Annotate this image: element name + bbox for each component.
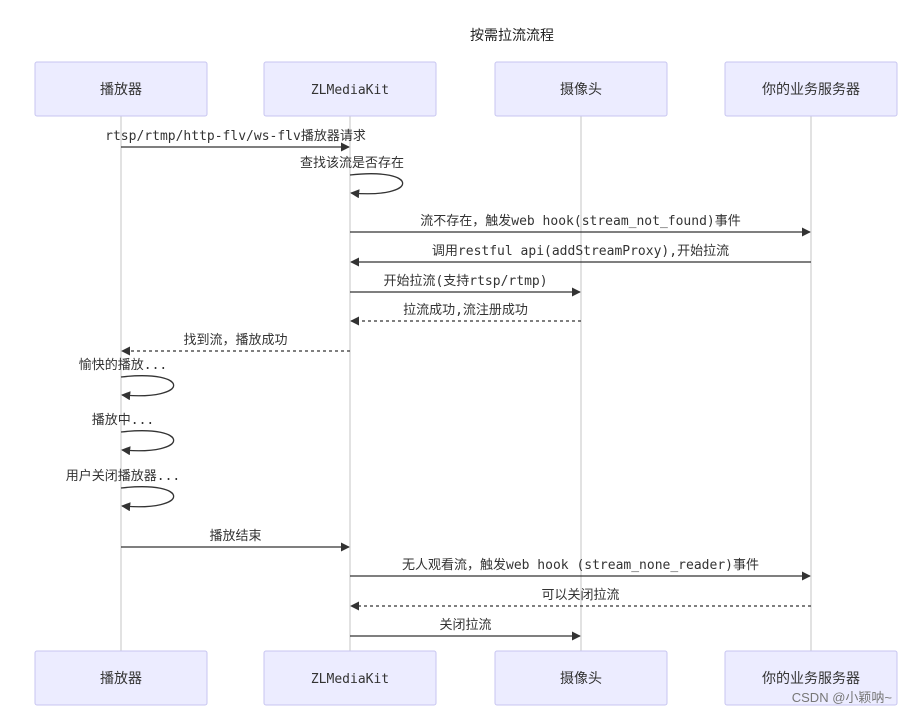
messages: rtsp/rtmp/http-flv/ws-flv播放器请求查找该流是否存在流不…: [66, 129, 811, 641]
participant-zlm-bottom: ZLMediaKit: [263, 650, 437, 706]
message-2: 查找该流是否存在: [300, 156, 404, 199]
csdn-watermark: CSDN @小颖呐~: [792, 690, 893, 705]
participant-box: [263, 650, 437, 706]
participant-label: ZLMediaKit: [311, 672, 389, 687]
participant-box: [724, 650, 898, 706]
message-label: 愉快的播放...: [79, 357, 167, 373]
message-12: 无人观看流，触发web hook (stream_none_reader)事件: [350, 557, 811, 581]
self-message-arrow: [349, 173, 404, 199]
message-10: 用户关闭播放器...: [66, 468, 180, 512]
message-6: 拉流成功,流注册成功: [350, 303, 581, 326]
message-3: 流不存在，触发web hook(stream_not_found)事件: [350, 213, 811, 237]
message-label: rtsp/rtmp/http-flv/ws-flv播放器请求: [105, 129, 366, 144]
message-14: 关闭拉流: [350, 618, 581, 641]
participant-label: 播放器: [100, 671, 142, 687]
participant-zlm-top: ZLMediaKit: [263, 61, 437, 117]
message-label: 关闭拉流: [439, 618, 491, 633]
participant-label: 播放器: [100, 82, 142, 98]
participant-box: [724, 61, 898, 117]
participant-boxes: 播放器播放器ZLMediaKitZLMediaKit摄像头摄像头你的业务服务器你…: [34, 61, 898, 706]
lifelines: [120, 116, 812, 651]
participant-label: 你的业务服务器: [762, 671, 860, 687]
participant-label: ZLMediaKit: [311, 83, 389, 98]
message-5: 开始拉流(支持rtsp/rtmp): [350, 274, 581, 297]
diagram-title: 按需拉流流程: [470, 28, 554, 44]
message-9: 播放中...: [92, 413, 175, 456]
participant-player-top: 播放器: [34, 61, 208, 117]
participant-label: 摄像头: [560, 671, 602, 687]
self-message-arrow: [120, 375, 175, 401]
message-label: 播放结束: [209, 529, 261, 544]
message-7: 找到流，播放成功: [121, 333, 350, 356]
participant-camera-bottom: 摄像头: [494, 650, 668, 706]
self-message-arrow: [120, 430, 175, 456]
participant-box: [494, 61, 668, 117]
message-label: 流不存在，触发web hook(stream_not_found)事件: [420, 213, 741, 229]
message-13: 可以关闭拉流: [350, 588, 811, 611]
message-8: 愉快的播放...: [79, 357, 175, 401]
participant-player-bottom: 播放器: [34, 650, 208, 706]
participant-box: [263, 61, 437, 117]
message-label: 无人观看流，触发web hook (stream_none_reader)事件: [402, 557, 759, 573]
message-label: 找到流，播放成功: [183, 333, 287, 348]
message-label: 拉流成功,流注册成功: [403, 303, 528, 318]
participant-server-top: 你的业务服务器: [724, 61, 898, 117]
message-label: 调用restful api(addStreamProxy),开始拉流: [432, 244, 729, 259]
message-label: 播放中...: [92, 413, 154, 428]
participant-box: [34, 650, 208, 706]
participant-box: [494, 650, 668, 706]
message-4: 调用restful api(addStreamProxy),开始拉流: [350, 244, 811, 267]
message-label: 开始拉流(支持rtsp/rtmp): [383, 274, 547, 289]
message-1: rtsp/rtmp/http-flv/ws-flv播放器请求: [105, 129, 366, 152]
participant-label: 你的业务服务器: [762, 82, 860, 98]
participant-server-bottom: 你的业务服务器: [724, 650, 898, 706]
self-message-arrow: [120, 486, 175, 512]
participant-box: [34, 61, 208, 117]
message-11: 播放结束: [121, 529, 350, 552]
message-label: 可以关闭拉流: [541, 588, 619, 603]
message-label: 查找该流是否存在: [300, 156, 404, 171]
participant-camera-top: 摄像头: [494, 61, 668, 117]
message-label: 用户关闭播放器...: [66, 468, 180, 484]
participant-label: 摄像头: [560, 82, 602, 98]
